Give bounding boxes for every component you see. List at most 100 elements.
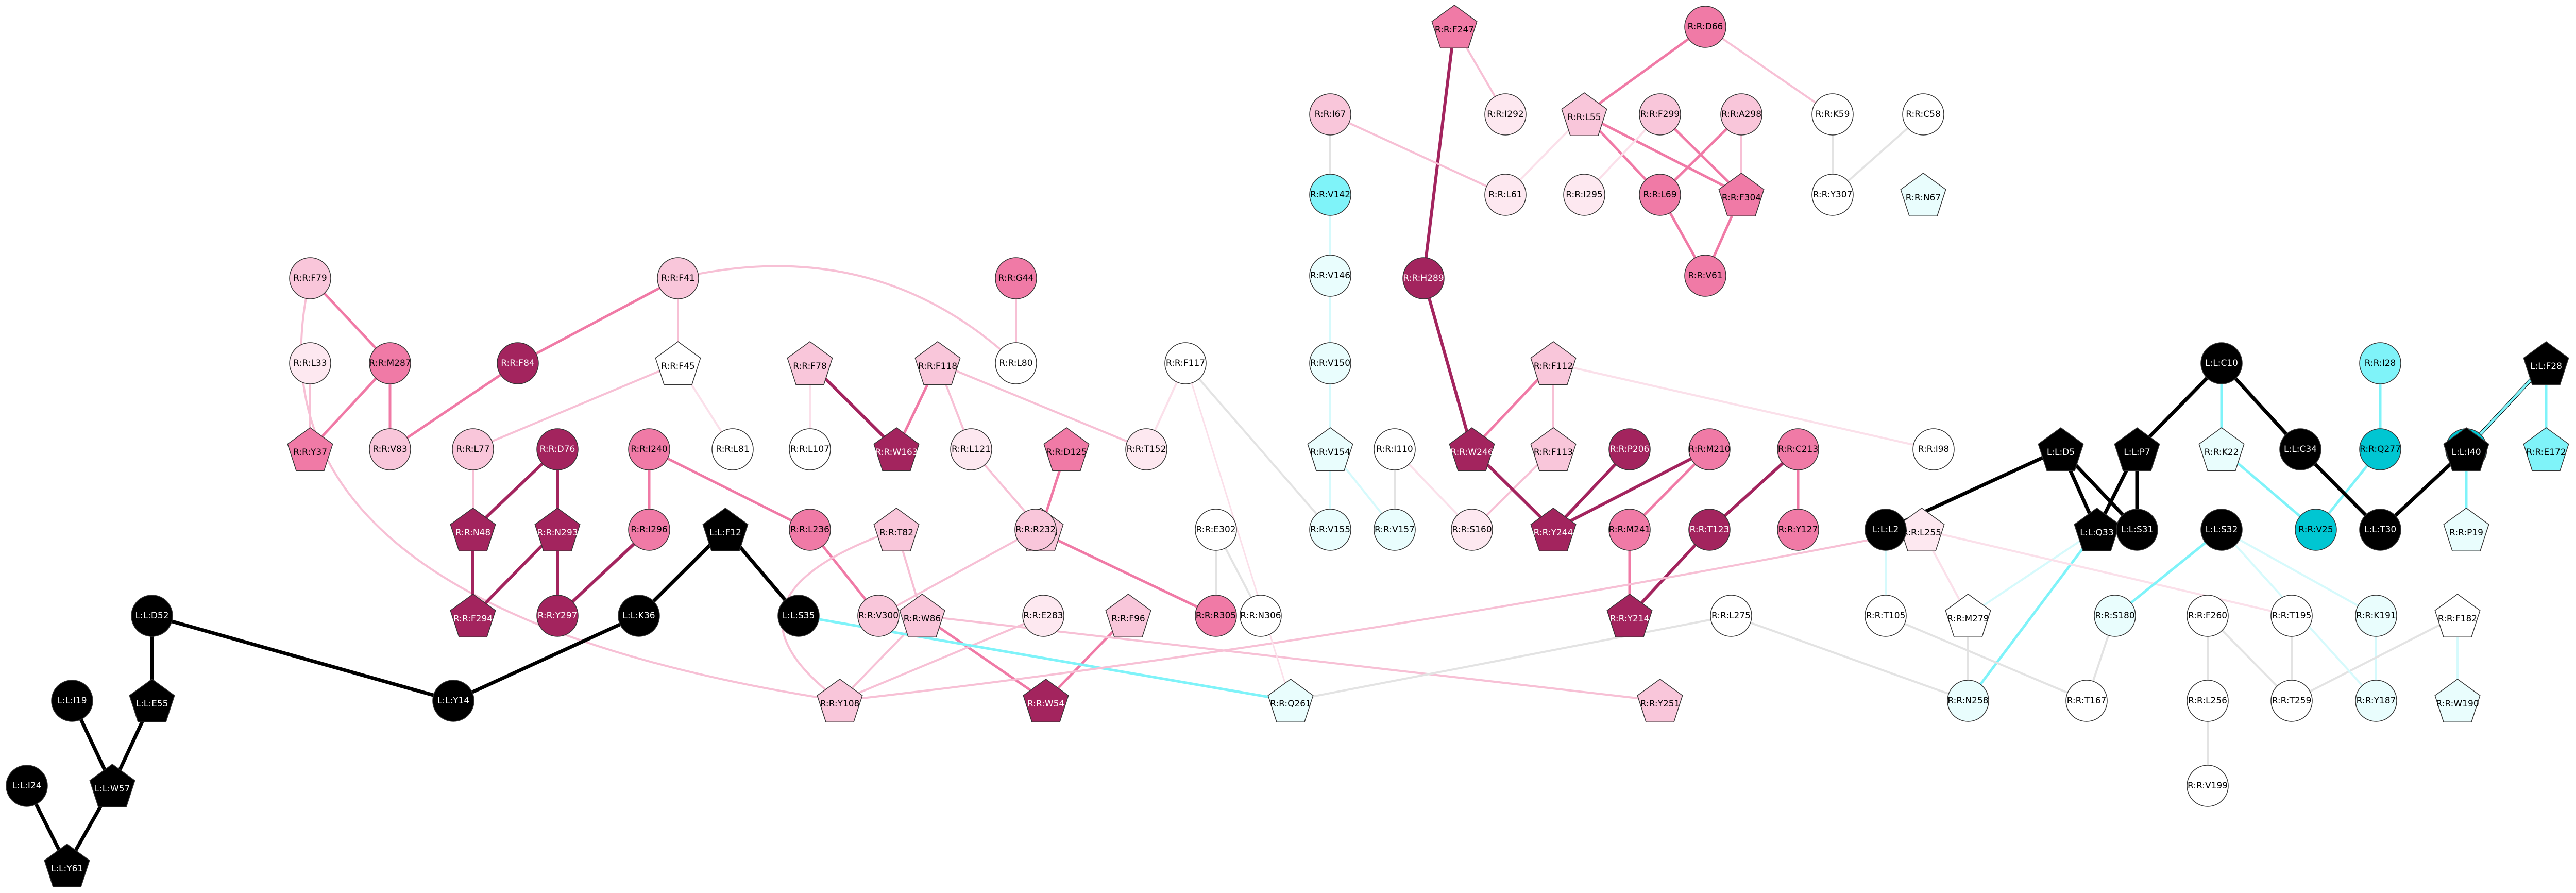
node-Y127[interactable]: R:R:Y127	[1777, 509, 1819, 551]
node-Q261[interactable]: R:R:Q261	[1267, 679, 1314, 722]
node-E172[interactable]: R:R:E172	[2523, 427, 2569, 471]
node-T259[interactable]: R:R:T259	[2270, 680, 2313, 722]
node-F260[interactable]: R:R:F260	[2187, 595, 2229, 637]
node-F45[interactable]: R:R:F45	[655, 341, 701, 385]
node-F78[interactable]: R:R:F78	[787, 341, 833, 385]
node-N306[interactable]: R:R:N306	[1240, 595, 1282, 637]
node-F113[interactable]: R:R:F113	[1530, 427, 1577, 471]
node-F294[interactable]: R:R:F294	[450, 594, 496, 637]
node-LC10[interactable]: L:L:C10	[2200, 342, 2243, 384]
node-V199[interactable]: R:R:V199	[2187, 765, 2229, 807]
node-LI19[interactable]: L:L:I19	[51, 680, 93, 722]
node-T123[interactable]: R:R:T123	[1688, 509, 1731, 551]
node-D66[interactable]: R:R:D66	[1684, 6, 1726, 48]
node-V61[interactable]: R:R:V61	[1684, 255, 1726, 297]
node-L275[interactable]: R:R:L275	[1710, 595, 1752, 637]
node-V300[interactable]: R:R:V300	[857, 595, 900, 637]
node-D125[interactable]: R:R:D125	[1043, 427, 1090, 471]
node-F96[interactable]: R:R:F96	[1105, 594, 1151, 637]
node-K22[interactable]: R:R:K22	[2198, 427, 2245, 471]
node-V155[interactable]: R:R:V155	[1309, 509, 1351, 551]
node-G44[interactable]: R:R:G44	[995, 257, 1037, 299]
node-Y244[interactable]: R:R:Y244	[1530, 508, 1577, 551]
node-E302[interactable]: R:R:E302	[1195, 509, 1237, 551]
node-LD52[interactable]: L:L:D52	[131, 595, 173, 637]
node-I292[interactable]: R:R:I292	[1484, 93, 1527, 136]
node-LE55[interactable]: L:L:E55	[129, 679, 175, 722]
node-M241[interactable]: R:R:M241	[1608, 509, 1651, 551]
node-S160[interactable]: R:R:S160	[1451, 509, 1493, 551]
node-I295[interactable]: R:R:I295	[1563, 174, 1605, 216]
node-C213[interactable]: R:R:C213	[1777, 428, 1819, 470]
node-N258[interactable]: R:R:N258	[1947, 680, 1989, 722]
node-I98[interactable]: R:R:I98	[1912, 428, 1955, 470]
node-LS31[interactable]: L:L:S31	[2116, 509, 2158, 551]
node-T167[interactable]: R:R:T167	[2065, 680, 2108, 722]
node-F182[interactable]: R:R:F182	[2434, 594, 2481, 637]
node-I110[interactable]: R:R:I110	[1374, 428, 1416, 470]
node-Y214[interactable]: R:R:Y214	[1606, 594, 1653, 637]
node-Y108[interactable]: R:R:Y108	[817, 679, 863, 722]
node-F247[interactable]: R:R:F247	[1431, 5, 1478, 48]
node-V150[interactable]: R:R:V150	[1309, 342, 1351, 384]
node-W163[interactable]: R:R:W163	[873, 427, 920, 471]
node-I28[interactable]: R:R:I28	[2359, 342, 2401, 384]
node-C58[interactable]: R:R:C58	[1902, 93, 1944, 136]
node-Q277[interactable]: R:R:Q277	[2359, 428, 2401, 470]
node-LY61[interactable]: L:L:Y61	[44, 844, 90, 887]
node-S180[interactable]: R:R:S180	[2094, 595, 2136, 637]
node-N48[interactable]: R:R:N48	[450, 508, 496, 551]
node-I296[interactable]: R:R:I296	[628, 509, 670, 551]
node-V154[interactable]: R:R:V154	[1307, 427, 1353, 471]
node-L69[interactable]: R:R:L69	[1639, 174, 1681, 216]
node-Y297[interactable]: R:R:Y297	[536, 595, 579, 637]
node-LY14[interactable]: L:L:Y14	[432, 680, 474, 722]
node-F304[interactable]: R:R:F304	[1718, 173, 1765, 216]
node-V25[interactable]: R:R:V25	[2295, 509, 2337, 551]
node-M287[interactable]: R:R:M287	[369, 342, 411, 384]
node-F79[interactable]: R:R:F79	[289, 257, 331, 299]
node-W86[interactable]: R:R:W86	[899, 594, 945, 637]
node-Y307[interactable]: R:R:Y307	[1811, 174, 1854, 216]
node-W246[interactable]: R:R:W246	[1449, 427, 1495, 471]
node-K59[interactable]: R:R:K59	[1811, 93, 1854, 136]
node-L81[interactable]: R:R:L81	[711, 428, 754, 470]
node-LK36[interactable]: L:L:K36	[618, 595, 660, 637]
node-L61[interactable]: R:R:L61	[1484, 174, 1527, 216]
node-L77[interactable]: R:R:L77	[452, 428, 494, 470]
node-L80[interactable]: R:R:L80	[995, 342, 1037, 384]
node-LD5[interactable]: L:L:D5	[2038, 427, 2084, 471]
node-P19[interactable]: R:R:P19	[2443, 508, 2489, 551]
node-W54[interactable]: R:R:W54	[1023, 679, 1069, 722]
node-LS35[interactable]: L:L:S35	[777, 595, 820, 637]
node-A298[interactable]: R:R:A298	[1720, 93, 1762, 136]
node-T82[interactable]: R:R:T82	[873, 508, 920, 551]
node-LI24[interactable]: L:L:I24	[6, 765, 48, 807]
node-L121[interactable]: R:R:L121	[950, 428, 992, 470]
node-N67[interactable]: R:R:N67	[1900, 173, 1946, 216]
node-Y37[interactable]: R:R:Y37	[287, 427, 333, 471]
node-LF12[interactable]: L:L:F12	[702, 508, 749, 551]
node-LW57[interactable]: L:L:W57	[89, 764, 135, 807]
node-F118[interactable]: R:R:F118	[914, 341, 961, 385]
node-F299[interactable]: R:R:F299	[1639, 93, 1681, 136]
node-L255[interactable]: R:R:L255	[1899, 508, 1945, 551]
node-V83[interactable]: R:R:V83	[369, 428, 411, 470]
node-P206[interactable]: R:R:P206	[1608, 428, 1651, 470]
node-K191[interactable]: R:R:K191	[2355, 595, 2397, 637]
node-L256[interactable]: R:R:L256	[2187, 680, 2229, 722]
node-F112[interactable]: R:R:F112	[1530, 341, 1577, 385]
node-V157[interactable]: R:R:V157	[1374, 509, 1416, 551]
node-LL2[interactable]: L:L:L2	[1865, 509, 1907, 551]
node-T105[interactable]: R:R:T105	[1865, 595, 1907, 637]
node-R305[interactable]: R:R:R305	[1195, 595, 1237, 637]
node-LI40[interactable]: L:L:I40	[2443, 427, 2489, 471]
node-L33[interactable]: R:R:L33	[289, 342, 331, 384]
node-LC34[interactable]: L:L:C34	[2279, 428, 2321, 470]
node-L236[interactable]: R:R:L236	[789, 509, 831, 551]
node-LT30[interactable]: L:L:T30	[2359, 509, 2401, 551]
node-R232[interactable]: R:R:R232	[1014, 509, 1057, 551]
node-T195[interactable]: R:R:T195	[2270, 595, 2313, 637]
node-I67[interactable]: R:R:I67	[1309, 93, 1351, 136]
node-L55[interactable]: R:R:L55	[1561, 92, 1607, 136]
